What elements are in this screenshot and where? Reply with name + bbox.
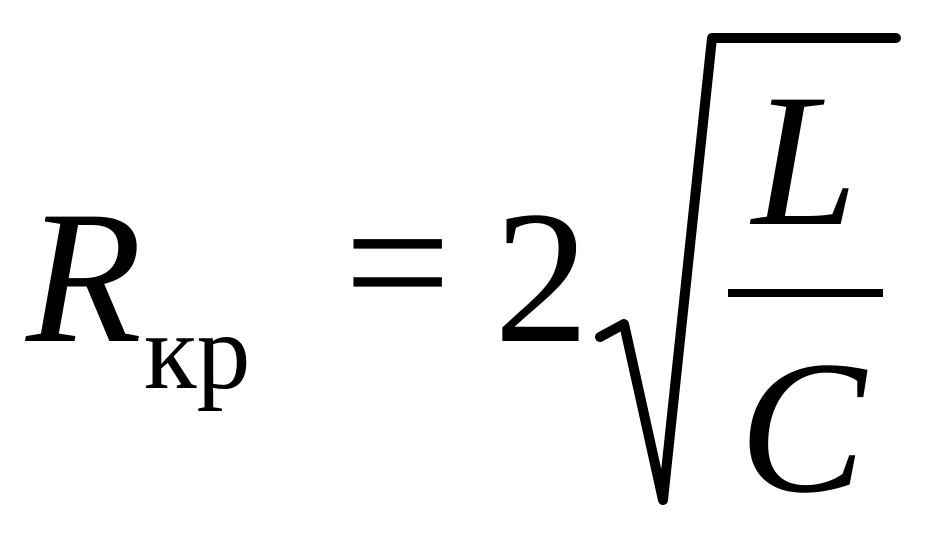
coefficient: 2 [494, 173, 589, 383]
critical-subscript: кр [144, 293, 251, 412]
capacitance-symbol: C [739, 323, 866, 533]
radical-sign [595, 33, 901, 505]
resistance-symbol: R [26, 173, 143, 383]
inductance-symbol: L [752, 56, 858, 266]
equals-sign: = [344, 158, 452, 368]
